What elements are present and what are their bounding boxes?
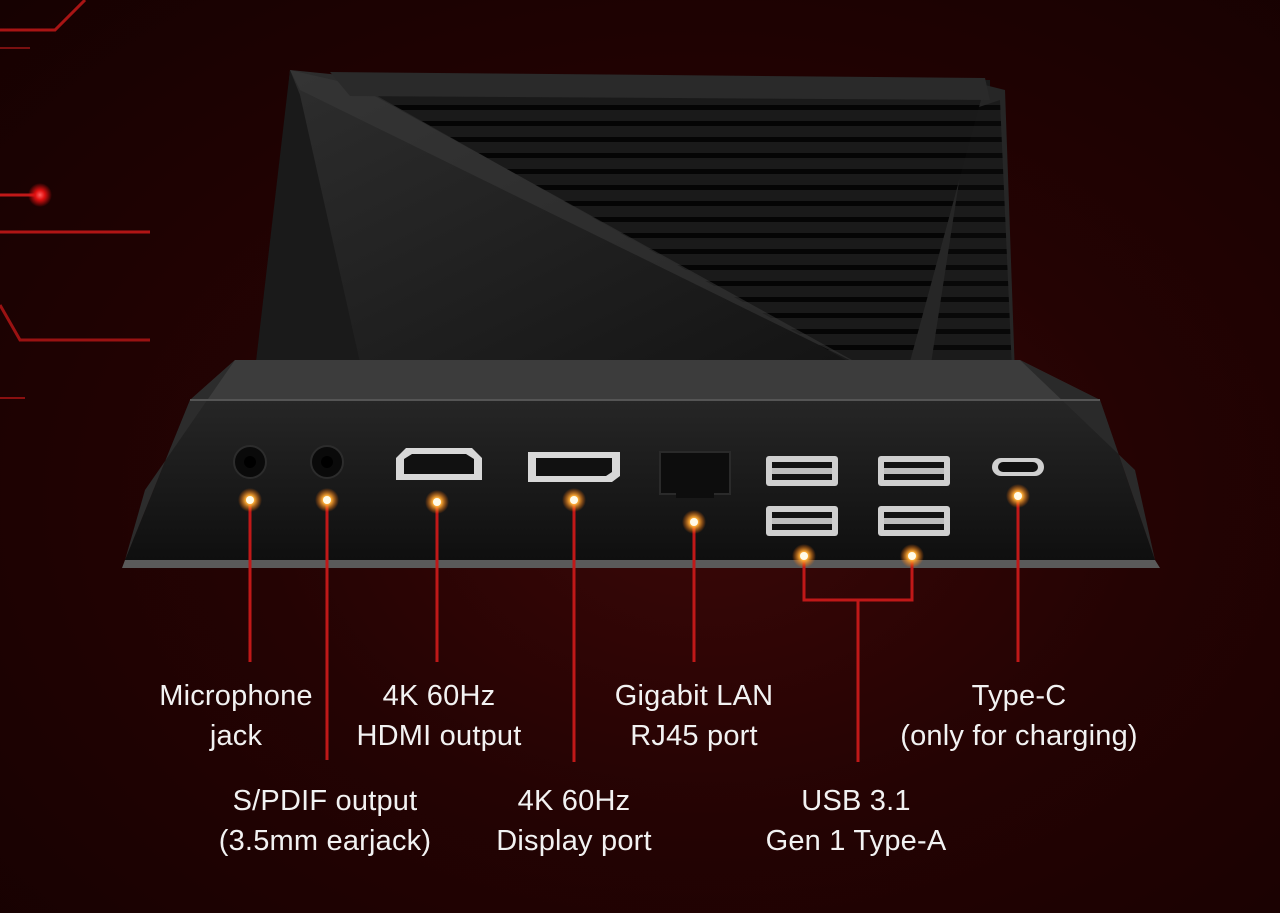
label-spdif-output: S/PDIF output (3.5mm earjack) bbox=[219, 781, 432, 861]
label-display-port: 4K 60Hz Display port bbox=[496, 781, 652, 861]
callout-dot-icon bbox=[682, 510, 706, 534]
label-line: (3.5mm earjack) bbox=[218, 825, 432, 857]
callout-dot-icon bbox=[1006, 484, 1030, 508]
label-line: Gigabit LAN bbox=[614, 680, 774, 712]
callout-dot-icon bbox=[315, 488, 339, 512]
label-microphone-jack: Microphone jack bbox=[159, 676, 313, 756]
callout-dot-icon bbox=[792, 544, 816, 568]
label-hdmi-output: 4K 60Hz HDMI output bbox=[357, 676, 522, 756]
label-gigabit-lan: Gigabit LAN RJ45 port bbox=[615, 676, 774, 756]
spdif-jack-icon bbox=[310, 445, 344, 479]
microphone-jack-icon bbox=[233, 445, 267, 479]
label-line: Type-C bbox=[971, 680, 1067, 712]
label-line: Microphone bbox=[159, 680, 313, 712]
displayport-port-icon bbox=[528, 452, 620, 482]
hdmi-port-icon bbox=[396, 448, 482, 480]
callout-dot-icon bbox=[238, 488, 262, 512]
label-usb-type-a: USB 3.1 Gen 1 Type-A bbox=[766, 781, 947, 861]
usb-a-ports-icon bbox=[766, 456, 950, 536]
rj45-port-icon bbox=[659, 451, 731, 498]
label-line: 4K 60Hz bbox=[382, 680, 496, 712]
label-line: USB 3.1 bbox=[801, 785, 911, 817]
label-line: RJ45 port bbox=[630, 720, 758, 752]
label-line: 4K 60Hz bbox=[517, 785, 631, 817]
label-line: S/PDIF output bbox=[232, 785, 418, 817]
label-line: HDMI output bbox=[356, 720, 522, 752]
callout-dot-icon bbox=[425, 490, 449, 514]
label-line: Gen 1 Type-A bbox=[765, 825, 947, 857]
usb-c-port-icon bbox=[992, 458, 1044, 476]
dock-tower bbox=[255, 70, 1015, 385]
label-line: jack bbox=[209, 720, 263, 752]
label-type-c: Type-C (only for charging) bbox=[900, 676, 1138, 756]
label-line: (only for charging) bbox=[900, 720, 1138, 752]
callout-dots bbox=[238, 484, 1030, 568]
callout-dot-icon bbox=[562, 488, 586, 512]
red-node-icon bbox=[28, 183, 52, 207]
ports bbox=[233, 445, 1044, 536]
label-line: Display port bbox=[496, 825, 652, 857]
callout-dot-icon bbox=[900, 544, 924, 568]
callout-lines bbox=[248, 496, 1020, 762]
circuit-lines bbox=[0, 0, 150, 399]
